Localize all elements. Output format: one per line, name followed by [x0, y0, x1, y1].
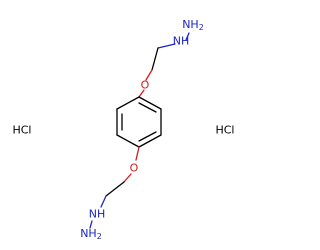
bond-bottom-nh-nh2: [89, 220, 93, 229]
bond-bottom-ring-o: [135, 146, 140, 161]
hcl-left-label: HCl: [12, 124, 31, 137]
ring-bond-6: [116, 96, 140, 110]
bottom-o-label: O: [130, 162, 139, 175]
ring-bond-3: [138, 134, 162, 148]
bond-top-ch2-ch2: [151, 47, 159, 71]
bond-top-nh-ch2: [157, 43, 176, 49]
bond-bottom-o-ch2: [123, 173, 132, 183]
bond-top-o-ring: [138, 89, 145, 98]
benzene-ring: [116, 96, 162, 148]
bond-top-ch2-o: [145, 69, 153, 81]
top-nh-label: NH: [173, 35, 190, 48]
ring-double-bond-1: [138, 102, 157, 113]
molecule-diagram: NH2 NH O O NH NH2 HCl HCl: [12, 18, 234, 241]
bottom-nh-label: NH: [89, 208, 106, 221]
bond-bottom-ch2-nh: [100, 195, 107, 208]
top-o-label: O: [141, 79, 150, 92]
top-nh2-label: NH2: [182, 18, 204, 32]
bond-top-nh2-nh: [185, 32, 190, 41]
ring-bond-4: [116, 134, 140, 148]
ring-double-bond-2: [138, 131, 157, 142]
hcl-right-label: HCl: [215, 124, 234, 137]
bond-bottom-ch2-ch2: [105, 181, 125, 197]
ring-bond-1: [138, 96, 162, 110]
bottom-nh2-label: NH2: [80, 227, 102, 241]
